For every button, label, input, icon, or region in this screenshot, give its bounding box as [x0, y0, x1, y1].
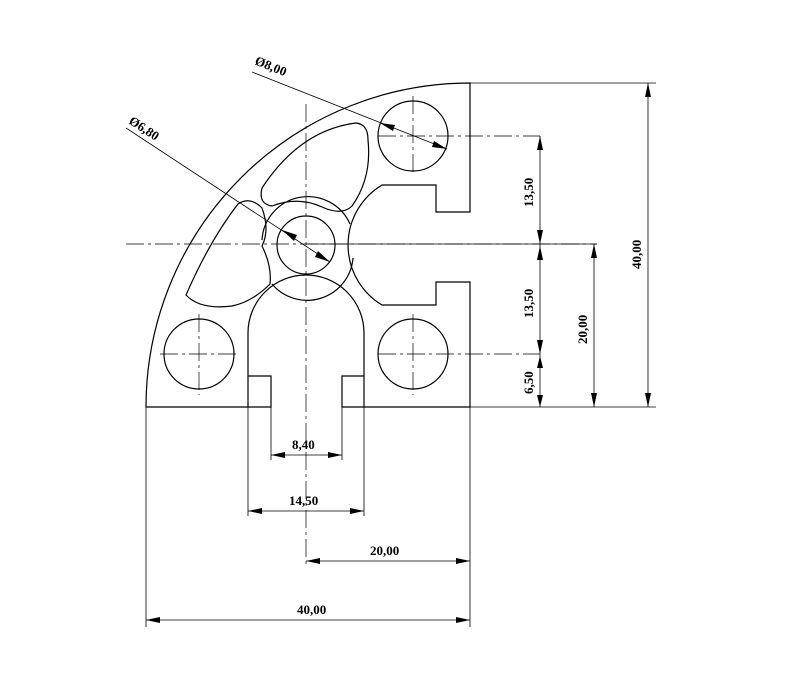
dim-20-00-vertical: 20,00 [575, 315, 590, 344]
dim-dia-center: Ø6,80 [126, 113, 162, 143]
dim-20-00-horizontal: 20,00 [370, 543, 399, 558]
dim-13-50-bottom: 13,50 [521, 289, 536, 318]
inner-cavities [185, 122, 370, 308]
groove-lines [247, 376, 365, 407]
dim-40-00-vertical: 40,00 [629, 240, 644, 269]
dim-13-50-top: 13,50 [521, 178, 536, 207]
center-lines [126, 96, 597, 565]
profile-outline [145, 82, 471, 408]
dim-8-40: 8,40 [292, 437, 315, 452]
dim-14-50: 14,50 [289, 493, 318, 508]
dim-40-00-horizontal: 40,00 [297, 602, 326, 617]
dim-dia-hole: Ø8,00 [253, 53, 289, 79]
dim-6-50: 6,50 [521, 371, 536, 394]
dimension-labels: Ø8,00 Ø6,80 13,50 13,50 6,50 20,00 40,00… [126, 53, 644, 617]
dimensions [125, 71, 656, 627]
